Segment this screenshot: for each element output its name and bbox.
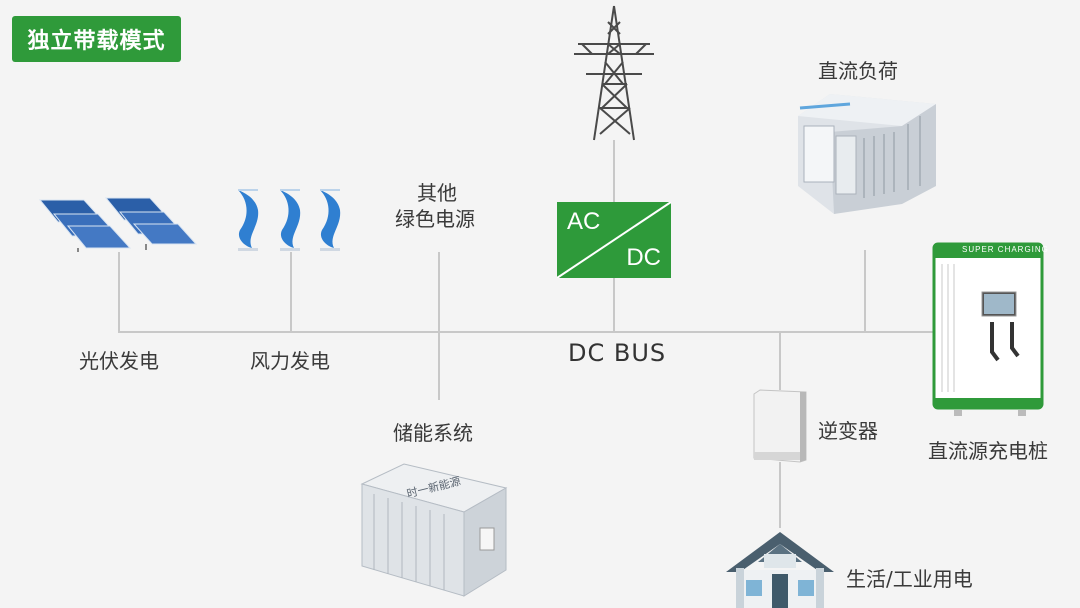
solar-panel-icon [38,197,198,252]
charging-label: 直流源充电桩 [928,439,1048,463]
other-green-label-2: 绿色电源 [395,207,475,231]
charging-pile-icon [932,242,1044,416]
tower-connector [613,140,615,202]
wind-label: 风力发电 [250,349,330,373]
transmission-tower-icon [574,5,654,141]
storage-container-icon [360,463,508,597]
other-green-connector [438,252,440,400]
mode-title: 独立带载模式 [27,29,166,54]
converter-connector [613,278,615,332]
ac-dc-converter-icon: AC DC [557,202,671,278]
dc-load-label: 直流负荷 [818,59,898,83]
inverter-connector-bottom [779,462,781,528]
solar-connector [118,252,120,332]
dc-bus-line [118,331,933,333]
inverter-icon [753,389,807,463]
inverter-connector-top [779,332,781,390]
other-green-label-1: 其他 [417,181,457,205]
dc-load-connector [864,250,866,332]
charger-brand-text: SUPER CHARGING [962,245,1049,254]
wind-connector [290,252,292,332]
mode-badge: 独立带载模式 [12,16,181,62]
inverter-label: 逆变器 [818,419,878,443]
dc-load-unit-icon [798,94,936,214]
storage-label: 储能系统 [393,421,473,445]
converter-dc-label: DC [626,244,661,271]
solar-label: 光伏发电 [79,349,159,373]
household-label: 生活/工业用电 [846,567,973,591]
dc-bus-label: DC BUS [568,339,667,367]
wind-turbine-icon [238,189,341,251]
house-icon [726,532,834,608]
converter-ac-label: AC [567,208,601,235]
